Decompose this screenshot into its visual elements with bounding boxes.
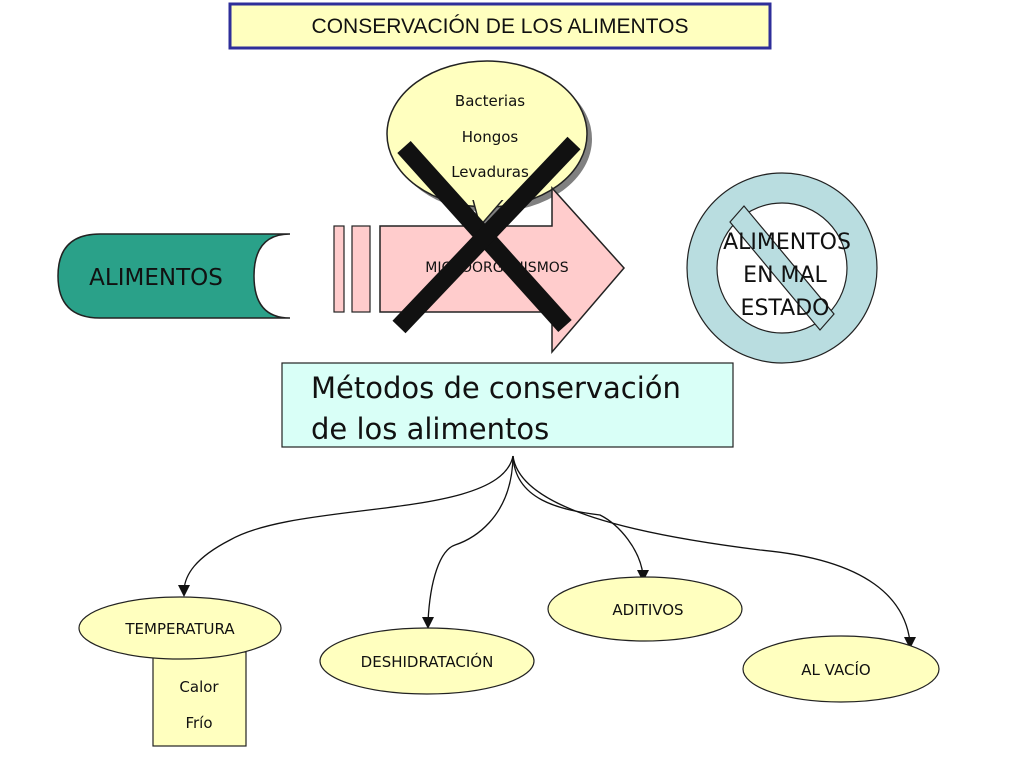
al-vacio-label: AL VACÍO <box>801 660 870 679</box>
cross-out-icon <box>392 136 581 334</box>
method-aditivos: ADITIVOS <box>547 576 743 642</box>
no-sign-icon: ALIMENTOS EN MAL ESTADO <box>686 172 878 364</box>
microbe-bacterias: Bacterias <box>455 92 525 110</box>
spoiled-line3: ESTADO <box>741 296 830 321</box>
temp-calor: Calor <box>179 678 219 696</box>
method-al-vacio: AL VACÍO <box>742 635 940 703</box>
method-temperatura: TEMPERATURA Calor Frío <box>78 596 282 747</box>
arrowheads <box>178 570 916 649</box>
temperatura-label: TEMPERATURA <box>124 620 235 638</box>
microbe-levaduras: Levaduras <box>451 163 529 181</box>
spoiled-line1: ALIMENTOS <box>723 230 851 255</box>
deshidratacion-label: DESHIDRATACIÓN <box>361 652 494 671</box>
aditivos-label: ADITIVOS <box>612 601 683 619</box>
temp-frio: Frío <box>185 714 212 732</box>
connectors <box>183 455 911 643</box>
title-box: CONSERVACIÓN DE LOS ALIMENTOS <box>228 2 772 50</box>
alimentos-label: ALIMENTOS <box>89 265 223 291</box>
method-deshidratacion: DESHIDRATACIÓN <box>319 627 535 695</box>
spoiled-line2: EN MAL <box>743 263 827 288</box>
alimentos-shape: ALIMENTOS <box>57 233 291 319</box>
methods-line2: de los alimentos <box>311 412 549 446</box>
title-text: CONSERVACIÓN DE LOS ALIMENTOS <box>312 15 689 38</box>
methods-box: Métodos de conservación de los alimentos <box>281 362 734 448</box>
methods-line1: Métodos de conservación <box>311 371 681 405</box>
microbe-hongos: Hongos <box>462 128 519 146</box>
